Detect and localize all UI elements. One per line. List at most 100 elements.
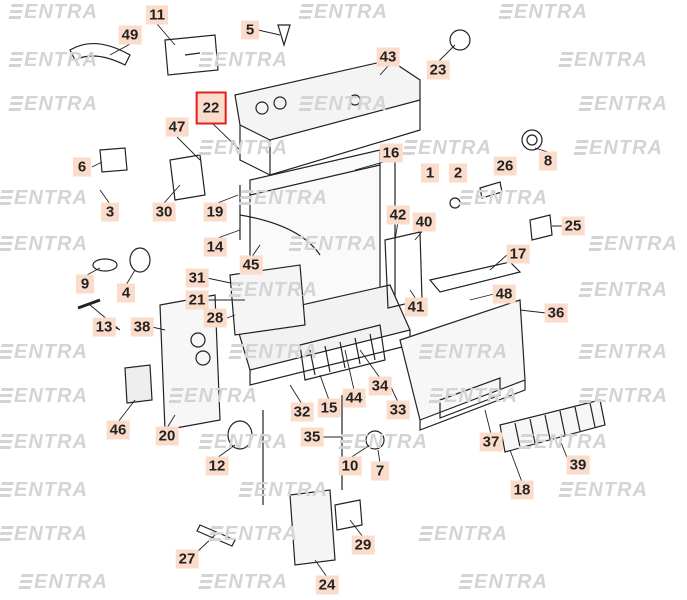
part-label-28[interactable]: 28 [203,308,227,328]
part-label-6[interactable]: 6 [73,157,91,177]
part-screw-5 [277,24,291,48]
part-grommet [521,129,543,151]
part-label-33[interactable]: 33 [386,400,410,420]
watermark: ENTRA [198,430,288,454]
part-label-19[interactable]: 19 [203,202,227,222]
part-label-4[interactable]: 4 [117,283,135,303]
watermark: ENTRA [298,92,388,116]
part-label-2[interactable]: 2 [449,163,467,183]
part-label-25[interactable]: 25 [561,216,585,236]
part-label-35[interactable]: 35 [300,427,324,447]
watermark: ENTRA [198,570,288,594]
watermark: ENTRA [208,522,298,546]
part-label-24[interactable]: 24 [315,575,339,595]
part-control-bracket [229,264,306,336]
part-label-39[interactable]: 39 [566,455,590,475]
part-label-20[interactable]: 20 [155,426,179,446]
watermark: ENTRA [418,522,508,546]
watermark: ENTRA [8,0,98,24]
part-label-27[interactable]: 27 [175,549,199,569]
part-label-15[interactable]: 15 [317,398,341,418]
part-label-13[interactable]: 13 [92,317,116,337]
part-label-14[interactable]: 14 [203,237,227,257]
part-label-26[interactable]: 26 [493,156,517,176]
watermark: ENTRA [458,570,548,594]
watermark: ENTRA [0,232,88,256]
part-label-49[interactable]: 49 [118,25,142,45]
watermark: ENTRA [428,384,518,408]
part-label-40[interactable]: 40 [412,212,436,232]
part-label-18[interactable]: 18 [510,480,534,500]
part-label-48[interactable]: 48 [492,284,516,304]
part-label-32[interactable]: 32 [290,402,314,422]
watermark: ENTRA [8,92,98,116]
part-label-44[interactable]: 44 [342,388,366,408]
part-label-11[interactable]: 11 [146,5,168,25]
part-label-46[interactable]: 46 [106,420,130,440]
part-label-7[interactable]: 7 [371,461,389,481]
watermark: ENTRA [458,186,548,210]
watermark: ENTRA [578,278,668,302]
watermark: ENTRA [228,278,318,302]
watermark: ENTRA [288,232,378,256]
part-grommet [449,29,471,51]
watermark: ENTRA [228,340,318,364]
part-label-17[interactable]: 17 [506,244,530,264]
part-label-21[interactable]: 21 [185,290,209,310]
part-label-42[interactable]: 42 [386,205,410,225]
watermark: ENTRA [0,522,88,546]
part-label-36[interactable]: 36 [544,303,568,323]
part-label-37[interactable]: 37 [479,432,503,452]
part-label-3[interactable]: 3 [101,202,119,222]
watermark: ENTRA [573,136,663,160]
part-label-22[interactable]: 22 [195,91,227,125]
watermark: ENTRA [238,186,328,210]
part-bolt-27 [196,524,236,547]
part-label-31[interactable]: 31 [185,268,209,288]
part-plate-hole [195,350,211,366]
part-cap [129,247,151,273]
watermark: ENTRA [0,186,88,210]
watermark: ENTRA [578,92,668,116]
part-label-16[interactable]: 16 [379,143,403,163]
part-housing-24 [289,489,336,566]
part-label-38[interactable]: 38 [130,317,154,337]
watermark: ENTRA [558,48,648,72]
watermark: ENTRA [578,384,668,408]
part-label-12[interactable]: 12 [205,456,229,476]
watermark: ENTRA [18,570,108,594]
watermark: ENTRA [0,340,88,364]
watermark: ENTRA [402,136,492,160]
part-label-5[interactable]: 5 [241,20,259,40]
watermark: ENTRA [588,232,678,256]
part-label-1[interactable]: 1 [421,163,439,183]
watermark: ENTRA [578,340,668,364]
watermark: ENTRA [338,430,428,454]
part-screw [77,298,101,310]
watermark: ENTRA [168,384,258,408]
part-label-8[interactable]: 8 [539,151,557,171]
part-relay [99,147,128,173]
part-label-23[interactable]: 23 [426,60,450,80]
watermark: ENTRA [0,478,88,502]
watermark: ENTRA [298,0,388,24]
part-label-29[interactable]: 29 [351,535,375,555]
part-label-34[interactable]: 34 [368,376,392,396]
part-label-41[interactable]: 41 [404,297,428,317]
watermark: ENTRA [198,48,288,72]
part-bolt [479,181,503,199]
part-label-30[interactable]: 30 [152,202,176,222]
part-bracket [124,364,153,404]
part-fitting [529,214,553,241]
part-label-10[interactable]: 10 [338,456,362,476]
part-label-45[interactable]: 45 [239,255,263,275]
watermark: ENTRA [418,340,508,364]
watermark: ENTRA [0,384,88,408]
part-label-9[interactable]: 9 [76,274,94,294]
part-label-47[interactable]: 47 [165,117,189,137]
part-clamp [92,258,118,272]
part-plate-hole [190,332,206,348]
part-label-43[interactable]: 43 [376,47,400,67]
